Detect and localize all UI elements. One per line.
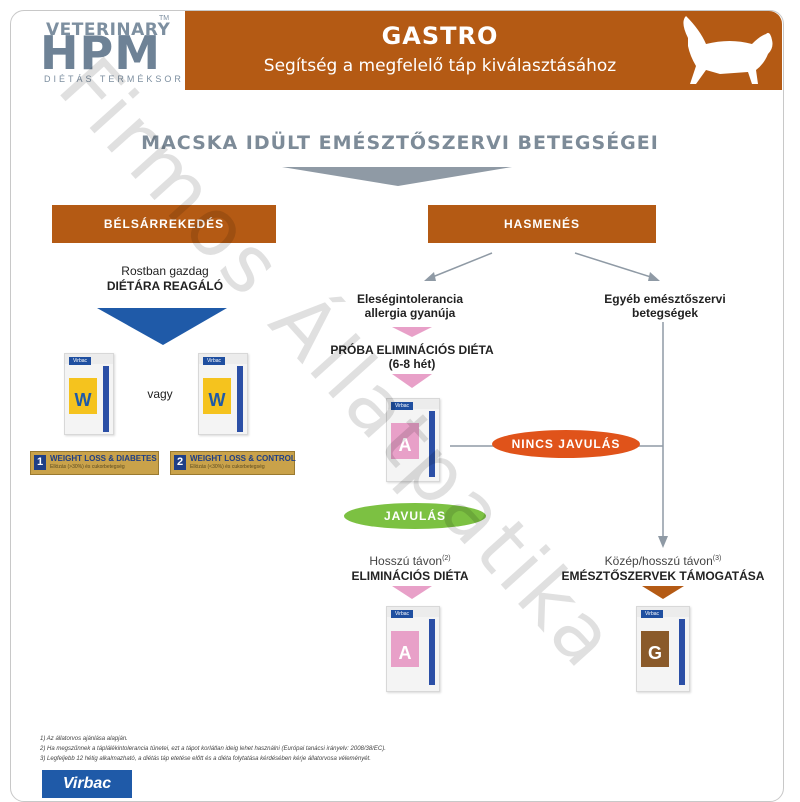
product-bag-w2: Virbac W — [198, 353, 248, 435]
product-number: 2 — [174, 455, 186, 470]
arrow-to-other — [574, 252, 655, 279]
footnotes: 1) Az állatorvos ajánlása alapján. 2) Ha… — [40, 734, 386, 764]
product-bag-a2: Virbac A — [386, 606, 440, 692]
no-improvement-pill: NINCS JAVULÁS — [492, 430, 640, 458]
product-number: 1 — [34, 455, 46, 470]
trial-line1: PRÓBA ELIMINÁCIÓS DIÉTA — [330, 343, 494, 357]
product-desc: Ellózás (<30%) és cukorbetegség — [190, 464, 265, 470]
pink-arrow-2 — [392, 374, 432, 388]
fiber-line2: DIÉTÁRA REAGÁLÓ — [106, 279, 224, 293]
product-bag-g: Virbac G — [636, 606, 690, 692]
logo-tm: TM — [159, 15, 170, 22]
mid-term-pre: Közép/hosszú távon(3) — [568, 552, 758, 568]
fiber-line1: Rostban gazdag — [121, 264, 209, 278]
bag-brand: Virbac — [391, 610, 413, 618]
diarrhea-box: HASMENÉS — [428, 205, 656, 243]
logo-subtitle: DIÉTÁS TERMÉKSOR — [44, 74, 184, 84]
or-text: vagy — [147, 387, 173, 401]
intolerance-line1: Eleségintolerancia — [356, 292, 464, 306]
title-down-arrow — [282, 167, 512, 186]
mid-term-label: Közép/hosszú távon — [604, 554, 713, 568]
bag-brand: Virbac — [203, 357, 225, 365]
product-label-2: 2 WEIGHT LOSS & CONTROL Ellózás (<30%) é… — [170, 451, 296, 475]
footnote-1: 1) Az állatorvos ajánlása alapján. — [40, 736, 128, 742]
left-blue-arrow — [97, 308, 227, 345]
trial-line2: (6-8 hét) — [388, 357, 436, 371]
main-title: MACSKA IDÜLT EMÉSZTŐSZERVI BETEGSÉGEI — [141, 132, 659, 154]
bag-letter: G — [641, 639, 669, 667]
header-band — [185, 11, 782, 90]
long-term-label: Hosszú távon — [369, 554, 443, 568]
other-line1: Egyéb emésztőszervi — [604, 292, 726, 306]
bag-letter: W — [203, 386, 231, 414]
bag-letter: W — [69, 386, 97, 414]
header-subtitle: Segítség a megfelelő táp kiválasztásához — [263, 56, 617, 76]
arrow-to-intolerance — [429, 252, 493, 279]
product-name: WEIGHT LOSS & CONTROL — [190, 454, 296, 463]
mid-term-main: EMÉSZTŐSZERVEK TÁMOGATÁSA — [561, 569, 765, 583]
bag-brand: Virbac — [391, 402, 413, 410]
intolerance-line2: allergia gyanúja — [364, 306, 456, 320]
bag-letter: A — [391, 639, 419, 667]
product-label-1: 1 WEIGHT LOSS & DIABETES Ellózás (>30%) … — [30, 451, 159, 475]
pink-arrow-1 — [392, 327, 432, 337]
long-term-pre: Hosszú távon(2) — [330, 552, 490, 568]
product-desc: Ellózás (>30%) és cukorbetegség — [50, 464, 125, 470]
footnote-2: 2) Ha megszűnnek a táplálékintolerancia … — [40, 746, 386, 752]
virbac-logo: Virbac — [42, 770, 132, 798]
logo-brand: VETERINARY — [46, 20, 171, 40]
footnote-3: 3) Legfeljebb 12 hétig alkalmazható, a d… — [40, 756, 371, 762]
other-line2: betegségek — [631, 306, 699, 320]
bag-letter: A — [391, 431, 419, 459]
brown-arrow — [642, 586, 684, 599]
product-bag-w1: Virbac W — [64, 353, 114, 435]
bag-brand: Virbac — [69, 357, 91, 365]
improvement-pill: JAVULÁS — [344, 503, 486, 529]
header-title: GASTRO — [381, 22, 499, 50]
long-term-main: ELIMINÁCIÓS DIÉTA — [351, 569, 469, 583]
constipation-box: BÉLSÁRREKEDÉS — [52, 205, 276, 243]
product-name: WEIGHT LOSS & DIABETES — [50, 454, 157, 463]
product-bag-a1: Virbac A — [386, 398, 440, 482]
pink-arrow-3 — [392, 586, 432, 599]
mid-term-sup: (3) — [712, 555, 722, 562]
logo-main: HPM — [40, 26, 161, 80]
long-term-sup: (2) — [442, 555, 451, 562]
bag-brand: Virbac — [641, 610, 663, 618]
